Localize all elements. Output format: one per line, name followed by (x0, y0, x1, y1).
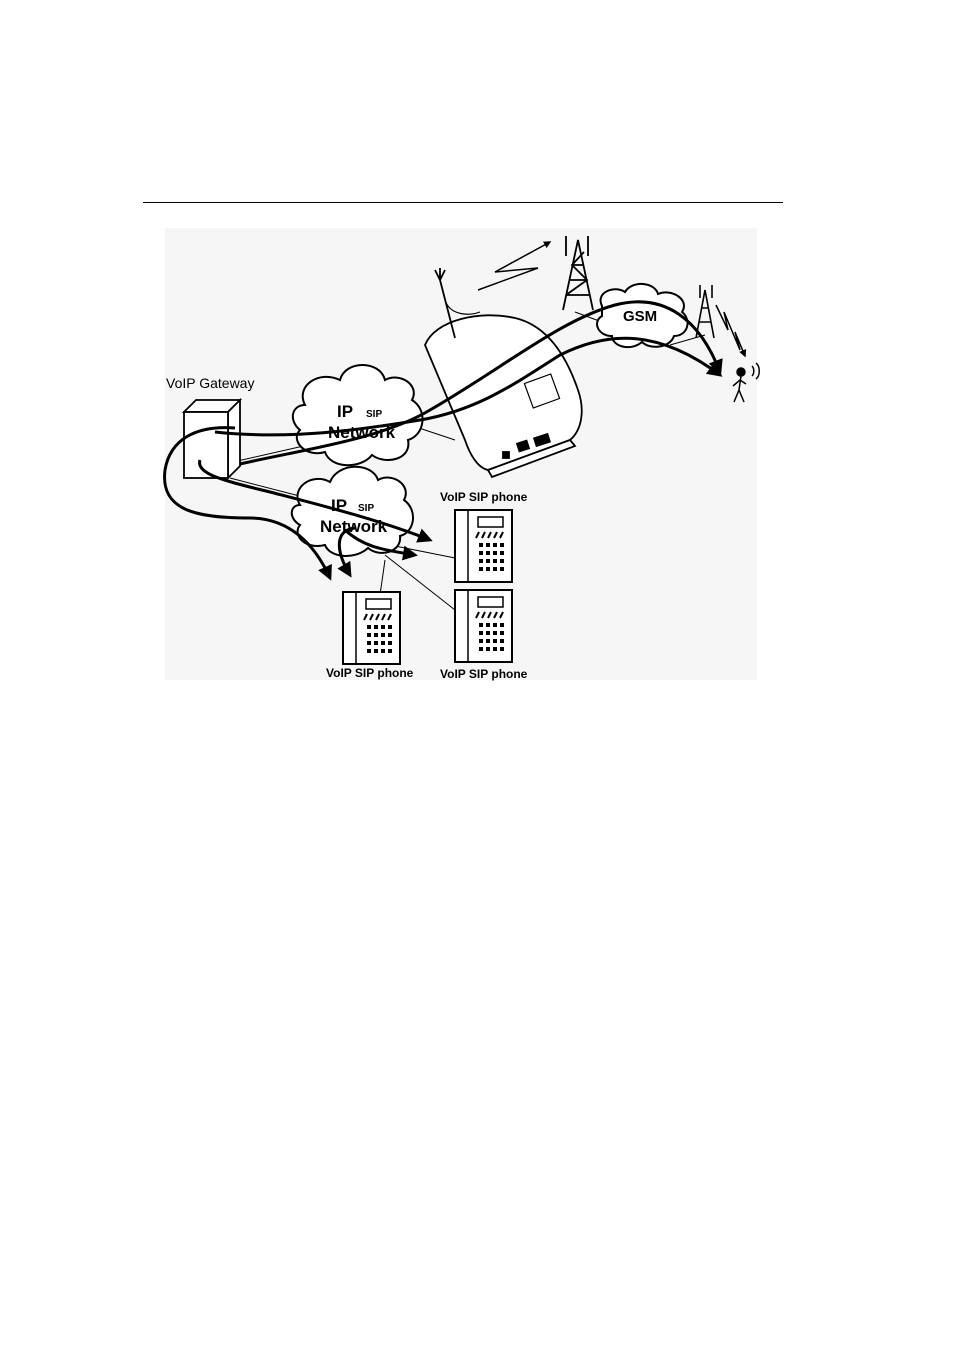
voip-sip-phone-icon (342, 591, 401, 665)
cloud-bottom-ip-label: IP (331, 496, 347, 515)
voip-sip-phone-icon (454, 509, 513, 583)
phone-label-top-right: VoIP SIP phone (440, 490, 528, 504)
antenna-tower-small-icon (695, 285, 715, 339)
ip-sip-network-cloud-top (291, 364, 424, 467)
cloud-top-sip-label: SIP (366, 409, 382, 420)
ip-sip-network-cloud-bottom (290, 465, 414, 557)
gsm-gateway-device-icon (424, 268, 583, 479)
gsm-label: GSM (623, 308, 657, 325)
voip-sip-phone-icon (454, 589, 513, 663)
gsm-network-cloud (596, 283, 689, 349)
phone-label-bottom-left: VoIP SIP phone (326, 666, 414, 680)
antenna-tower-icon (562, 236, 594, 311)
mobile-user-icon (732, 362, 760, 403)
voip-gateway-label: VoIP Gateway (166, 375, 254, 391)
header-rule (143, 202, 783, 203)
phone-label-bottom-right: VoIP SIP phone (440, 667, 528, 681)
call-routes (163, 300, 723, 581)
cloud-bottom-network-label: Network (320, 517, 388, 536)
voip-gateway-icon (181, 397, 243, 481)
radio-wave-lines (477, 241, 747, 358)
cloud-top-ip-label: IP (337, 402, 353, 421)
cloud-top-network-label: Network (328, 423, 396, 442)
cloud-bottom-sip-label: SIP (358, 503, 374, 514)
